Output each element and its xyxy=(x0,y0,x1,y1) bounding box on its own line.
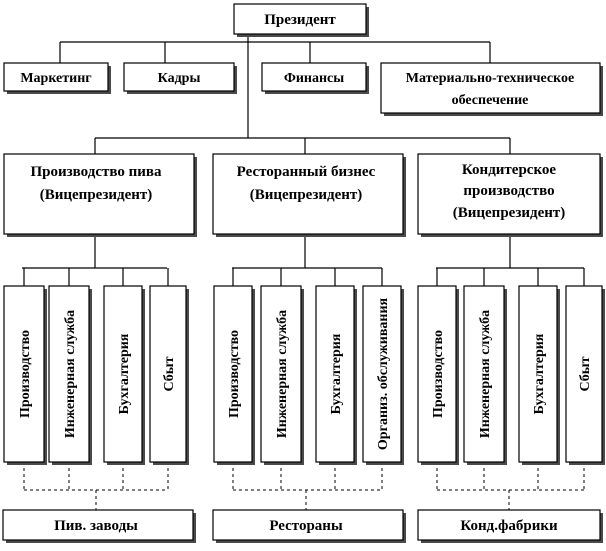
department-restaurant-0: Производство xyxy=(213,285,255,465)
unit-beer-box: Пив. заводы xyxy=(2,509,196,543)
division-restaurant-line1: Ресторанный бизнес xyxy=(237,164,376,180)
service-marketing-label: Маркетинг xyxy=(20,71,91,86)
unit-confect-label: Конд.фабрики xyxy=(460,518,558,534)
department-beer-2: Бухгалтерия xyxy=(103,285,145,465)
department-beer-1-label: Инженерная служба xyxy=(63,310,78,438)
department-restaurant-2: Бухгалтерия xyxy=(315,285,357,465)
division-confect-line3: (Вицепрезидент) xyxy=(453,205,566,221)
department-beer-0-label: Производство xyxy=(18,330,33,418)
service-logistics-line2: обеспечение xyxy=(452,93,529,108)
division-confect-line1: Кондитерское xyxy=(462,162,556,178)
department-confect-2: Бухгалтерия xyxy=(518,285,560,465)
service-hr-label: Кадры xyxy=(158,71,201,86)
department-confect-3: Сбыт xyxy=(565,285,605,465)
department-confect-1: Инженерная служба xyxy=(463,285,507,465)
division-beer-box: Производство пива (Вицепрезидент) xyxy=(3,153,197,237)
department-beer-2-label: Бухгалтерия xyxy=(117,333,132,414)
departments: Производство Инженерная служба Бухгалтерия… xyxy=(3,285,605,465)
department-restaurant-2-label: Бухгалтерия xyxy=(329,333,344,414)
service-logistics-line1: Материально-техническое xyxy=(406,71,574,86)
department-confect-3-label: Сбыт xyxy=(578,356,593,391)
president-box: Президент xyxy=(233,3,369,37)
unit-restaurant-box: Рестораны xyxy=(212,509,406,543)
division-confect-line2: производство xyxy=(463,183,554,199)
department-beer-3: Сбыт xyxy=(149,285,189,465)
department-confect-1-label: Инженерная служба xyxy=(478,310,493,438)
service-marketing-box: Маркетинг xyxy=(3,62,111,94)
service-hr-box: Кадры xyxy=(123,62,237,94)
department-restaurant-0-label: Производство xyxy=(227,330,242,418)
department-confect-0: Производство xyxy=(417,285,459,465)
unit-restaurant-label: Рестораны xyxy=(269,518,343,534)
division-restaurant-box: Ресторанный бизнес (Вицепрезидент) xyxy=(212,153,406,237)
service-finance-label: Финансы xyxy=(284,71,344,86)
service-finance-box: Финансы xyxy=(261,62,369,94)
unit-confect-box: Конд.фабрики xyxy=(417,509,603,543)
division-beer-line1: Производство пива xyxy=(31,164,162,180)
connectors xyxy=(22,35,585,510)
division-beer-line2: (Вицепрезидент) xyxy=(40,187,153,203)
unit-beer-label: Пив. заводы xyxy=(54,518,138,534)
department-restaurant-1: Инженерная служба xyxy=(260,285,304,465)
department-restaurant-3: Организ. обслуживания xyxy=(362,285,404,465)
division-confect-box: Кондитерское производство (Вицепрезидент… xyxy=(417,153,603,237)
department-restaurant-3-label: Организ. обслуживания xyxy=(376,297,391,450)
president-label: Президент xyxy=(264,12,336,28)
department-beer-1: Инженерная служба xyxy=(48,285,92,465)
division-restaurant-line2: (Вицепрезидент) xyxy=(250,187,363,203)
service-logistics-box: Материально-техническое обеспечение xyxy=(380,62,603,116)
department-restaurant-1-label: Инженерная служба xyxy=(275,310,290,438)
department-confect-0-label: Производство xyxy=(431,330,446,418)
department-beer-0: Производство xyxy=(3,285,47,465)
department-beer-3-label: Сбыт xyxy=(162,356,177,391)
department-confect-2-label: Бухгалтерия xyxy=(532,333,547,414)
